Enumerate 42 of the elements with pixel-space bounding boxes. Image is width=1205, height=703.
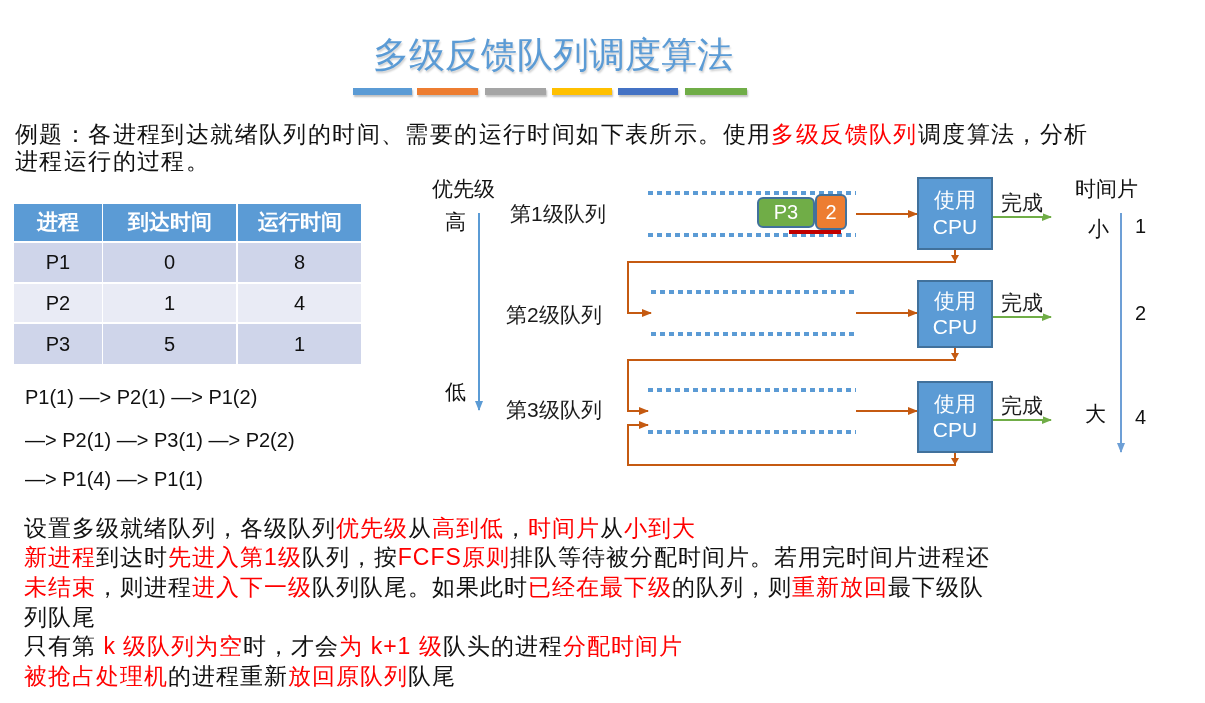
table-cell: 4	[238, 284, 361, 322]
edge-label: 完成	[1001, 393, 1043, 420]
edge-label: 完成	[1001, 290, 1043, 317]
edge-label: 完成	[1001, 190, 1043, 217]
time-slice-value: 2	[1135, 301, 1147, 326]
table-cell: 8	[238, 243, 361, 282]
cpu-block: 使用CPU	[917, 381, 993, 453]
table-cell: P2	[14, 284, 102, 322]
column-header: 到达时间	[103, 204, 236, 241]
table-cell: P3	[14, 324, 102, 364]
scale-label: 大	[1085, 401, 1106, 427]
table-cell: 5	[103, 324, 236, 364]
process-token	[789, 230, 841, 234]
queue-label: 第3级队列	[506, 397, 602, 423]
sequence-text: —> P2(1) —> P3(1) —> P2(2)	[25, 428, 295, 453]
cpu-block: 使用CPU	[917, 177, 993, 250]
rule-text: 被抢占处理机的进程重新放回原队列队尾	[24, 662, 457, 691]
scale-label: 低	[445, 379, 466, 405]
axis-title: 优先级	[432, 177, 495, 201]
axis-title: 时间片	[1075, 177, 1138, 201]
column-header: 进程	[14, 204, 102, 241]
sequence-text: P1(1) —> P2(1) —> P1(2)	[25, 385, 258, 410]
cpu-block: 使用CPU	[917, 280, 993, 348]
column-header: 运行时间	[238, 204, 361, 241]
time-slice-value: 1	[1135, 214, 1147, 239]
process-token: 2	[815, 194, 847, 230]
queue-label: 第2级队列	[506, 302, 602, 328]
rule-text: 只有第 k 级队列为空时，才会为 k+1 级队头的进程分配时间片	[24, 632, 684, 661]
sequence-text: —> P1(4) —> P1(1)	[25, 467, 203, 492]
table-cell: P1	[14, 243, 102, 282]
rule-text: 新进程到达时先进入第1级队列，按FCFS原则排队等待被分配时间片。若用完时间片进程还未结束，则进程进入下一级队列队尾。如果此时已经在最下级的队列，则重新放回最下级队列队尾	[24, 543, 991, 632]
slide-title: 多级反馈队列调度算法	[373, 33, 733, 77]
scale-label: 小	[1088, 216, 1109, 242]
rule-text: 设置多级就绪队列，各级队列优先级从高到低，时间片从小到大	[24, 514, 697, 543]
intro-paragraph: 例题：各进程到达就绪队列的时间、需要的运行时间如下表所示。使用多级反馈队列调度算法，分析进程运行的过程。	[15, 121, 1090, 175]
process-token: P3	[757, 197, 815, 228]
queue-label: 第1级队列	[510, 201, 606, 227]
table-cell: 1	[238, 324, 361, 364]
scale-label: 高	[445, 209, 466, 235]
time-slice-value: 4	[1135, 405, 1147, 430]
table-cell: 0	[103, 243, 236, 282]
table-cell: 1	[103, 284, 236, 322]
